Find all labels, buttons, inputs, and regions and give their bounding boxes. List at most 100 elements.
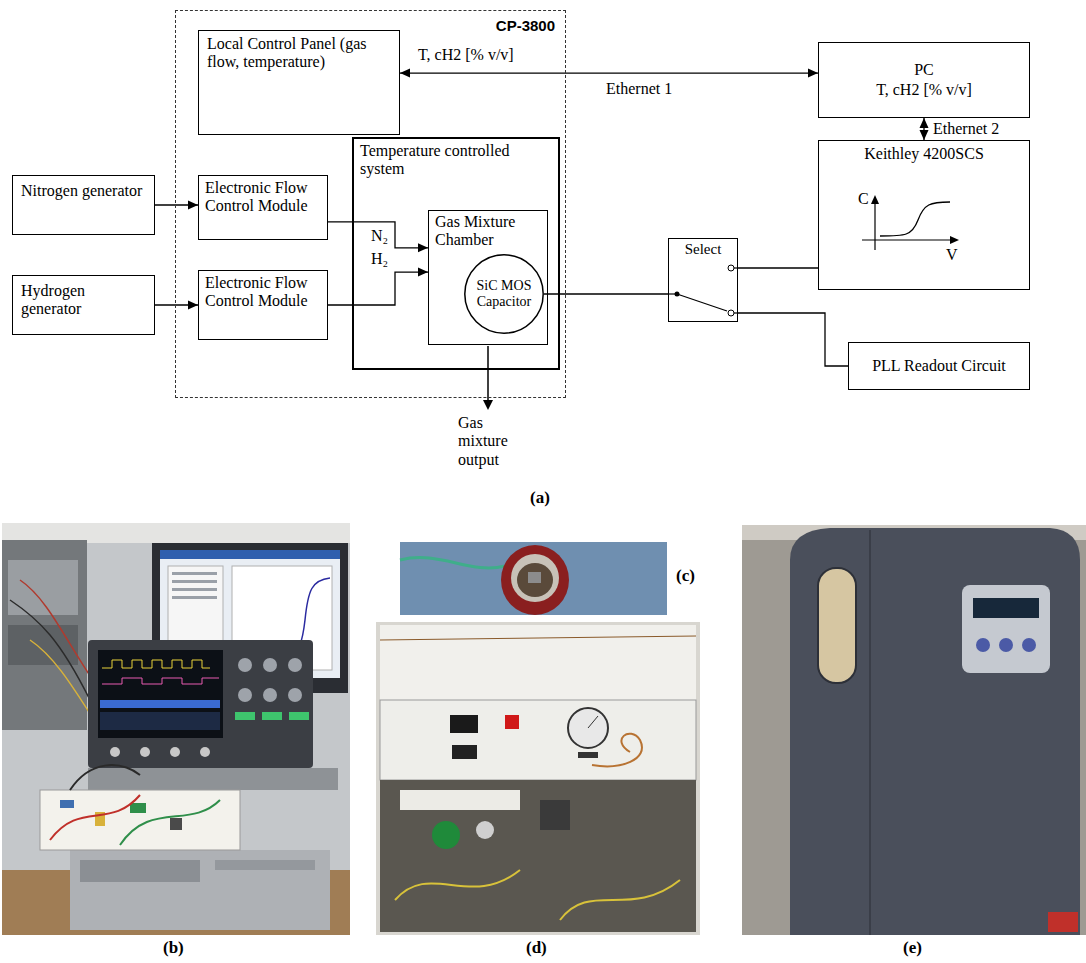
lab-bench-photo <box>215 860 315 870</box>
connector <box>155 301 198 310</box>
connector-label: Ethernet 1 <box>605 80 673 98</box>
lab-bench-photo <box>2 540 87 730</box>
lab-bench-photo <box>50 795 140 840</box>
node-label: PC <box>819 60 1029 80</box>
connector-label: H₂ <box>370 250 389 268</box>
lab-bench-photo <box>102 660 210 668</box>
lab-bench-photo <box>120 800 220 845</box>
panel-letter: (d) <box>526 938 547 958</box>
sensor-holder-photo <box>517 563 553 597</box>
connector-label: Ethernet 2 <box>932 120 1000 138</box>
switch-symbol <box>668 293 675 294</box>
gas-output-arrow <box>483 346 493 410</box>
lab-bench-photo <box>110 747 120 757</box>
lab-bench-photo <box>263 658 277 672</box>
source-box: Hydrogen generator <box>12 275 155 335</box>
gas-output-arrow <box>487 346 489 402</box>
lab-bench-photo <box>100 700 220 708</box>
hydrogen-generator-photo <box>818 568 856 683</box>
lab-bench-photo <box>10 600 90 700</box>
arrow-head <box>418 243 428 252</box>
sensor-holder-photo <box>511 554 559 602</box>
process-box: Local Control Panel (gas flow, temperatu… <box>198 30 400 135</box>
signal-label: T, cH2 [% v/v] <box>418 46 514 64</box>
sensor-holder-photo <box>501 545 569 615</box>
lab-bench-photo <box>170 818 182 830</box>
connector <box>328 268 428 305</box>
lab-bench-photo <box>140 747 150 757</box>
gas-chromatograph-photo <box>452 745 477 759</box>
switch-symbol <box>677 294 727 311</box>
hydrogen-generator-photo <box>1048 912 1078 932</box>
gas-chromatograph-photo <box>568 708 608 748</box>
connector-label: N₂ <box>370 227 389 245</box>
gas-chromatograph-photo <box>476 821 494 839</box>
lab-bench-photo <box>200 747 210 757</box>
connector-line <box>328 222 428 248</box>
lab-bench-photo <box>238 658 252 672</box>
arrow-head <box>400 69 410 78</box>
lab-bench-photo <box>172 580 217 583</box>
node-subtext: T, cH2 [% v/v] <box>819 80 1029 100</box>
cv-curve-icon <box>871 195 879 204</box>
hydrogen-generator-photo <box>869 530 871 935</box>
process-box: PLL Readout Circuit <box>848 342 1030 390</box>
circle-outline <box>465 255 543 333</box>
gas-chromatograph-photo <box>395 870 520 900</box>
hydrogen-generator-photo <box>976 638 990 652</box>
node-label: Nitrogen generator <box>13 176 154 206</box>
flow-controller-box: Electronic Flow Control Module <box>198 270 328 340</box>
connector <box>920 118 929 140</box>
gas-chromatograph-photo <box>380 636 696 640</box>
lab-bench-photo <box>160 550 340 559</box>
gas-chromatograph-photo <box>380 780 696 932</box>
arrow-head <box>920 130 929 140</box>
cv-curve-icon <box>880 202 950 236</box>
lab-bench-photo <box>2 523 350 935</box>
node-label: CP-3800 <box>176 11 565 34</box>
connector-line <box>544 293 668 294</box>
gas-chromatograph-photo <box>380 700 696 780</box>
lab-bench-photo <box>100 712 220 730</box>
arrow-head <box>188 201 198 210</box>
node-label: PLL Readout Circuit <box>849 355 1029 377</box>
arrow-head <box>418 268 428 277</box>
hydrogen-generator-photo <box>973 598 1039 618</box>
switch-symbol <box>668 265 738 316</box>
instrument-box: Keithley 4200SCS <box>818 140 1030 290</box>
node-label: Temperature controlled system <box>354 139 558 182</box>
lab-bench-photo <box>88 768 338 790</box>
connector <box>738 268 818 269</box>
gas-chromatograph-photo <box>376 622 700 935</box>
lab-bench-photo <box>70 850 330 930</box>
connector-line <box>328 272 428 305</box>
lab-bench-photo <box>263 688 277 702</box>
gas-chromatograph-photo <box>560 880 680 920</box>
lab-bench-photo <box>288 688 302 702</box>
lab-bench-photo <box>102 678 219 684</box>
cv-curve-icon <box>874 202 875 250</box>
gas-chromatograph-photo <box>400 790 520 810</box>
connector-line <box>738 313 848 366</box>
lab-bench-photo <box>60 800 74 808</box>
node-label: Electronic Flow Control Module <box>199 271 327 314</box>
lab-bench-photo <box>262 712 282 720</box>
output-label: Gas mixture output <box>458 414 530 469</box>
node-label: Keithley 4200SCS <box>819 141 1029 167</box>
gas-chromatograph-photo <box>578 752 598 758</box>
connector <box>738 313 848 366</box>
lab-bench-photo <box>172 596 217 599</box>
connector <box>400 69 818 78</box>
node-label: Hydrogen generator <box>13 276 154 325</box>
axis-label: V <box>946 246 958 264</box>
lab-bench-photo <box>238 688 252 702</box>
lab-bench-photo <box>172 572 217 575</box>
source-box: Nitrogen generator <box>12 175 155 235</box>
chamber-box: Gas Mixture ChamberSiC MOS Capacitor <box>428 210 548 345</box>
lab-bench-photo <box>80 860 200 882</box>
node-label: Local Control Panel (gas flow, temperatu… <box>199 31 399 76</box>
hydrogen-generator-photo <box>742 525 1086 935</box>
panel-letter: (a) <box>530 488 550 508</box>
gas-chromatograph-photo <box>380 625 696 700</box>
computer-box: PCT, cH2 [% v/v] <box>818 42 1030 118</box>
